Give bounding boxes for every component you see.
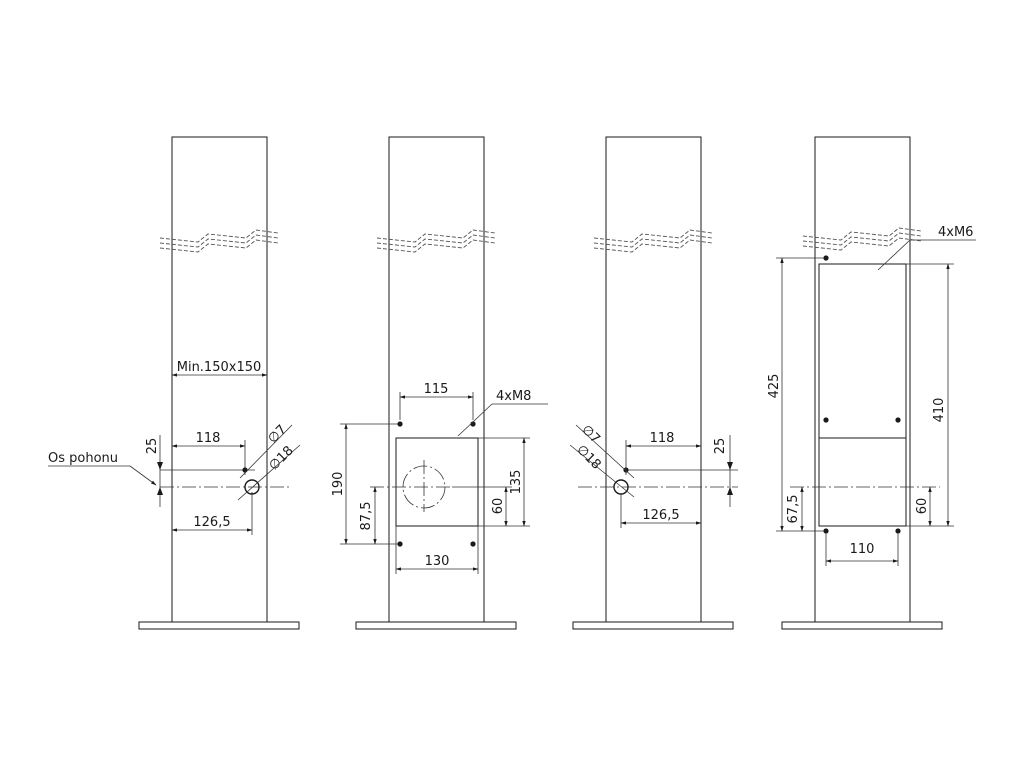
view-2: 115 4xM8 190 87,5 60 135 130	[331, 136, 548, 630]
dim-410-label: 410	[932, 398, 947, 423]
small-hole	[242, 467, 248, 473]
dim-118-label: 118	[196, 431, 221, 446]
dim-126-5-label: 126,5	[642, 508, 679, 523]
dim-115-label: 115	[424, 382, 449, 397]
bolt-hole	[397, 541, 403, 547]
dia-7-label: ∅7	[265, 422, 289, 446]
dim-126-5-label: 126,5	[193, 515, 230, 530]
dim-135-label: 135	[509, 470, 524, 495]
dim-425-label: 425	[767, 374, 782, 399]
dim-60-label: 60	[915, 498, 930, 515]
bolt-hole	[895, 417, 901, 423]
dia-18-label: ∅18	[266, 443, 296, 473]
base-plate	[781, 621, 943, 630]
bolt-hole	[397, 421, 403, 427]
break-line	[376, 229, 496, 253]
bolt-hole	[470, 541, 476, 547]
break-line	[593, 229, 713, 253]
dim-118-label: 118	[650, 431, 675, 446]
dim-130-label: 130	[425, 554, 450, 569]
bolt-hole	[823, 528, 829, 534]
axis-label: Os pohonu	[48, 451, 118, 466]
thread-label: 4xM6	[938, 225, 973, 240]
column-post	[171, 136, 268, 623]
view-1: Min.150x150 118 126,5 25 ∅7 ∅18 Os pohon…	[48, 136, 301, 630]
shaft-hole	[244, 479, 260, 495]
bolt-hole	[823, 417, 829, 423]
inner-panel	[818, 263, 907, 527]
dim-190-label: 190	[331, 472, 346, 497]
break-line	[802, 227, 922, 251]
base-plate	[138, 621, 300, 630]
min-size-label: Min.150x150	[177, 360, 262, 375]
break-line	[159, 229, 279, 253]
base-plate	[355, 621, 517, 630]
dim-25-label: 25	[145, 438, 160, 455]
column-post	[388, 136, 485, 623]
dim-60-label: 60	[491, 498, 506, 515]
base-plate	[572, 621, 734, 630]
dim-87-5-label: 87,5	[359, 502, 374, 531]
dim-110-label: 110	[850, 542, 875, 557]
dim-67-5-label: 67,5	[786, 495, 801, 524]
dim-25-label: 25	[713, 438, 728, 455]
bolt-hole	[895, 528, 901, 534]
thread-label: 4xM8	[496, 389, 531, 404]
bolt-hole	[823, 255, 829, 261]
mounting-plate	[395, 437, 479, 527]
view-4: 4xM6 425 67,5 410 60 110	[767, 136, 976, 630]
column-post	[605, 136, 702, 623]
view-3: ∅7 ∅18 118 25 126,5	[569, 136, 738, 630]
